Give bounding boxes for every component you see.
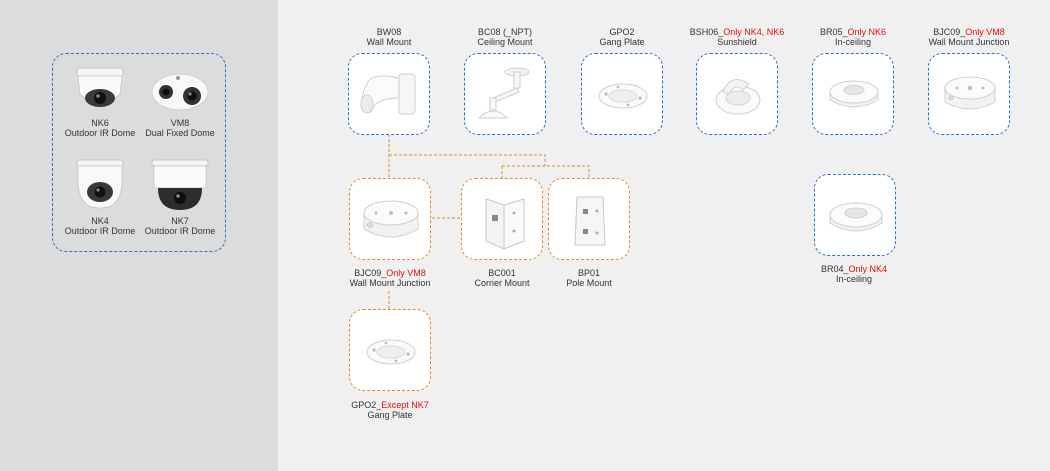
compatibility-note: Only NK6 <box>847 27 887 37</box>
gang-plate-icon <box>598 83 648 109</box>
mount-bw08[interactable] <box>348 53 430 135</box>
camera-nk6[interactable]: NK6 Outdoor IR Dome <box>57 66 143 138</box>
mount-label-bw08: BW08 Wall Mount <box>324 27 454 47</box>
compatibility-note: Only VM8 <box>386 268 426 278</box>
ceiling-mount-icon <box>477 67 530 119</box>
mount-bc08[interactable] <box>464 53 546 135</box>
mount-code: BC001 <box>488 268 516 278</box>
mount-description: Gang Plate <box>599 37 645 47</box>
camera-group: NK6 Outdoor IR Dome VM8 Dual Fixed Dome <box>52 53 226 252</box>
mount-br05[interactable] <box>812 53 894 135</box>
mount-code: BR04_ <box>820 264 849 274</box>
mount-label-bp01: BP01 Pole Mount <box>524 268 654 288</box>
mount-bjc09[interactable] <box>928 53 1010 135</box>
camera-description: Outdoor IR Dome <box>64 128 136 138</box>
mount-code: BJC09_ <box>933 27 966 37</box>
junction-box-icon <box>944 76 996 110</box>
camera-description: Dual Fixed Dome <box>145 128 215 138</box>
mount-code: BSH06_ <box>689 27 724 37</box>
compatibility-note: Only NK4 <box>848 264 888 274</box>
mount-bsh06[interactable] <box>696 53 778 135</box>
mount-label-bjc09-secondary: BJC09_Only VM8 Wall Mount Junction <box>325 268 455 288</box>
connector-line <box>389 154 546 166</box>
mount-label-bsh06: BSH06_Only NK4, NK6 Sunshield <box>672 27 802 47</box>
mount-code: BR05_ <box>819 27 848 37</box>
dome-camera-icon <box>76 159 124 209</box>
mount-bjc09-secondary[interactable] <box>349 178 431 260</box>
mount-description: Corner Mount <box>474 278 530 288</box>
mount-code: GPO2_ <box>351 400 382 410</box>
compatibility-note: Only NK4, NK6 <box>723 27 785 37</box>
mount-label-bc08: BC08 (_NPT) Ceiling Mount <box>440 27 570 47</box>
gang-plate-icon <box>366 339 416 365</box>
mount-code: BJC09_ <box>354 268 387 278</box>
junction-box-icon <box>363 200 419 238</box>
camera-description: Outdoor IR Dome <box>64 226 136 236</box>
mount-label-bc001: BC001 Corner Mount <box>437 268 567 288</box>
camera-nk7[interactable]: NK7 Outdoor IR Dome <box>137 158 223 236</box>
sunshield-icon <box>715 79 761 115</box>
mount-label-gp02: GPO2 Gang Plate <box>557 27 687 47</box>
mount-gp02-except-nk7[interactable] <box>349 309 431 391</box>
camera-panel: NK6 Outdoor IR Dome VM8 Dual Fixed Dome <box>0 0 278 471</box>
camera-model: VM8 <box>170 118 190 128</box>
mount-code: BC08 (_NPT) <box>477 27 532 37</box>
mount-description: Sunshield <box>717 37 757 47</box>
mount-description: Gang Plate <box>367 410 413 420</box>
mount-description: Wall Mount Junction <box>349 278 431 288</box>
mount-code: BP01 <box>577 268 601 278</box>
mount-description: Ceiling Mount <box>477 37 533 47</box>
mount-label-br04: BR04_Only NK4 In-ceiling <box>789 264 919 284</box>
camera-nk4[interactable]: NK4 Outdoor IR Dome <box>57 158 143 236</box>
mount-br04[interactable] <box>814 174 896 256</box>
mount-bp01[interactable] <box>548 178 630 260</box>
mount-description: Wall Mount Junction <box>928 37 1010 47</box>
mount-code: BW08 <box>376 27 402 37</box>
dual-dome-camera-icon <box>151 73 209 111</box>
dome-camera-icon <box>76 67 124 107</box>
mount-description: In-ceiling <box>835 274 873 284</box>
camera-vm8[interactable]: VM8 Dual Fixed Dome <box>137 66 223 138</box>
mount-description: Pole Mount <box>566 278 612 288</box>
mount-label-gp02-except-nk7: GPO2_Except NK7 Gang Plate <box>325 400 455 420</box>
mount-label-bjc09: BJC09_Only VM8 Wall Mount Junction <box>904 27 1034 47</box>
connector-line <box>502 165 590 178</box>
wall-mount-icon <box>360 73 416 115</box>
camera-model: NK7 <box>171 216 189 226</box>
mount-description: Wall Mount <box>366 37 412 47</box>
camera-description: Outdoor IR Dome <box>144 226 216 236</box>
mount-description: In-ceiling <box>834 37 872 47</box>
compatibility-note: Except NK7 <box>381 400 429 410</box>
mount-code: GPO2 <box>609 27 635 37</box>
mount-bc001[interactable] <box>461 178 543 260</box>
mount-gp02[interactable] <box>581 53 663 135</box>
compatibility-note: Only VM8 <box>965 27 1005 37</box>
mount-label-br05: BR05_Only NK6 In-ceiling <box>788 27 918 47</box>
pole-mount-icon <box>574 196 606 246</box>
camera-model: NK4 <box>91 216 109 226</box>
corner-mount-icon <box>485 198 525 250</box>
in-ceiling-mount-icon <box>829 202 883 232</box>
camera-model: NK6 <box>91 118 109 128</box>
in-ceiling-mount-icon <box>829 80 879 108</box>
dome-camera-icon <box>151 159 209 210</box>
